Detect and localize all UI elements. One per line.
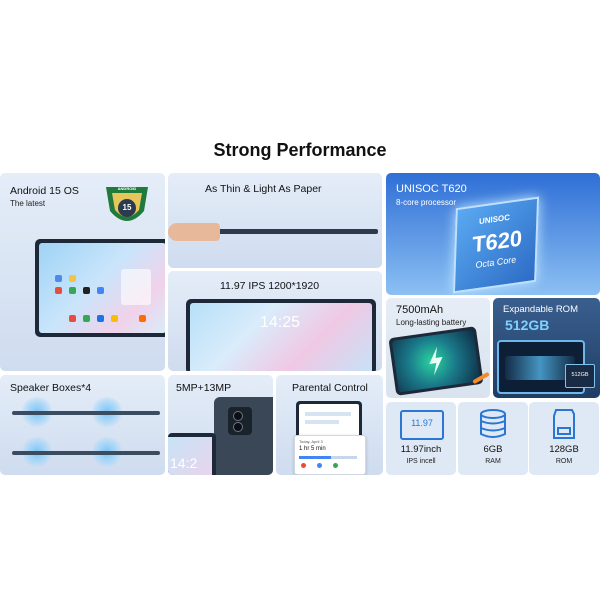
app-icon — [97, 315, 104, 322]
sd-card-graphic: 512GB — [565, 364, 595, 388]
display-card: 11.97 IPS 1200*1920 14:25 — [168, 271, 382, 371]
camera-clock: 14:2 — [170, 455, 198, 471]
display-tablet: 14:25 — [186, 299, 376, 371]
screen-size-icon: 11.97 — [400, 410, 444, 440]
camera-title: 5MP+13MP — [176, 382, 232, 394]
app-icon — [55, 287, 62, 294]
rom-card: Expandable ROM 512GB 512GB — [493, 298, 600, 398]
spec-ram: 6GB RAM — [458, 402, 528, 475]
app-icon — [97, 287, 104, 294]
battery-subtitle: Long-lasting battery — [396, 318, 467, 327]
page-heading: Strong Performance — [213, 140, 387, 160]
rom-stream-graphic — [505, 356, 575, 380]
thin-card: As Thin & Light As Paper — [168, 173, 382, 268]
hand-image — [168, 223, 220, 241]
spec-screen-sub: IPS incell — [406, 458, 436, 465]
app-icon — [69, 287, 76, 294]
battery-card: 7500mAh Long-lasting battery — [386, 298, 490, 398]
spec-ram-label: 6GB — [483, 444, 503, 455]
popup-usage-bar — [299, 456, 357, 459]
spec-screen-label: 11.97inch — [400, 444, 442, 455]
chip-brand: UNISOC — [478, 212, 511, 227]
camera-lens-icon — [233, 422, 243, 432]
android-title: Android 15 OS — [10, 185, 79, 197]
charging-bolt-icon — [429, 346, 443, 376]
popup-date: Today, April 3 — [299, 439, 323, 444]
display-title: 11.97 IPS 1200*1920 — [220, 280, 320, 292]
ram-stack-icon — [480, 409, 506, 438]
screen-size-icon-text: 11.97 — [411, 418, 433, 428]
battery-tablet — [388, 326, 484, 396]
spec-rom-label: 128GB — [549, 444, 579, 455]
display-tablet-screen: 14:25 — [190, 303, 372, 371]
chip-subtitle: 8-core processor — [396, 198, 457, 207]
android-tablet-screen — [39, 243, 165, 333]
android-logo-icon — [106, 187, 148, 221]
camera-card: 5MP+13MP 14:2 — [168, 375, 273, 475]
battery-title: 7500mAh — [396, 304, 444, 316]
chip-title: UNISOC T620 — [396, 183, 467, 195]
display-clock: 14:25 — [260, 314, 301, 331]
camera-front-screen: 14:2 — [168, 437, 212, 475]
rom-title: Expandable ROM — [503, 304, 578, 315]
battery-screen — [391, 329, 481, 393]
spec-rom: 128GB ROM — [529, 402, 599, 475]
spec-screen: 11.97 11.97inch IPS incell — [386, 402, 456, 475]
speaker-tablet-edge — [12, 451, 160, 455]
chip-graphic: UNISOC T620 Octa Core — [452, 196, 540, 294]
app-icon — [301, 463, 306, 468]
spec-ram-sub: RAM — [485, 458, 501, 465]
thin-tablet-edge — [198, 229, 378, 234]
android-badge-number: 15 — [122, 203, 132, 212]
android-card: Android 15 OS The latest ANDROID 15 — [0, 173, 165, 371]
camera-module — [228, 407, 252, 435]
camera-lens-icon — [233, 411, 243, 421]
app-icon — [55, 275, 62, 282]
parental-card: Parental Control Today, April 3 1 hr 5 m… — [276, 375, 383, 475]
thin-title: As Thin & Light As Paper — [205, 183, 322, 195]
app-icon — [333, 463, 338, 468]
spec-rom-sub: ROM — [555, 458, 573, 465]
android-badge: ANDROID 15 — [104, 181, 150, 229]
sd-card-icon — [553, 409, 575, 439]
android-subtitle: The latest — [10, 199, 46, 208]
app-icon — [317, 463, 322, 468]
android-badge-text: ANDROID — [117, 186, 137, 191]
app-icon — [139, 315, 146, 322]
app-icon — [69, 315, 76, 322]
app-icon — [111, 315, 118, 322]
speaker-title: Speaker Boxes*4 — [10, 382, 92, 394]
speaker-tablet-edge — [12, 411, 160, 415]
app-icon — [83, 315, 90, 322]
app-icon — [69, 275, 76, 282]
parental-bar — [305, 412, 351, 416]
chip-card: UNISOC T620 8-core processor UNISOC T620… — [386, 173, 600, 295]
parental-popup: Today, April 3 1 hr 5 min — [294, 435, 366, 475]
android-tablet — [35, 239, 165, 337]
sd-card-text: 512GB — [571, 372, 589, 378]
widget-panel — [121, 269, 151, 305]
camera-tablet-back — [214, 397, 273, 475]
parental-bar — [305, 420, 339, 424]
popup-usage: 1 hr 5 min — [299, 446, 326, 452]
parental-title: Parental Control — [292, 382, 368, 394]
camera-tablet-front: 14:2 — [168, 433, 216, 475]
speaker-card: Speaker Boxes*4 — [0, 375, 165, 475]
rom-capacity: 512GB — [505, 317, 550, 333]
app-icon — [83, 287, 90, 294]
